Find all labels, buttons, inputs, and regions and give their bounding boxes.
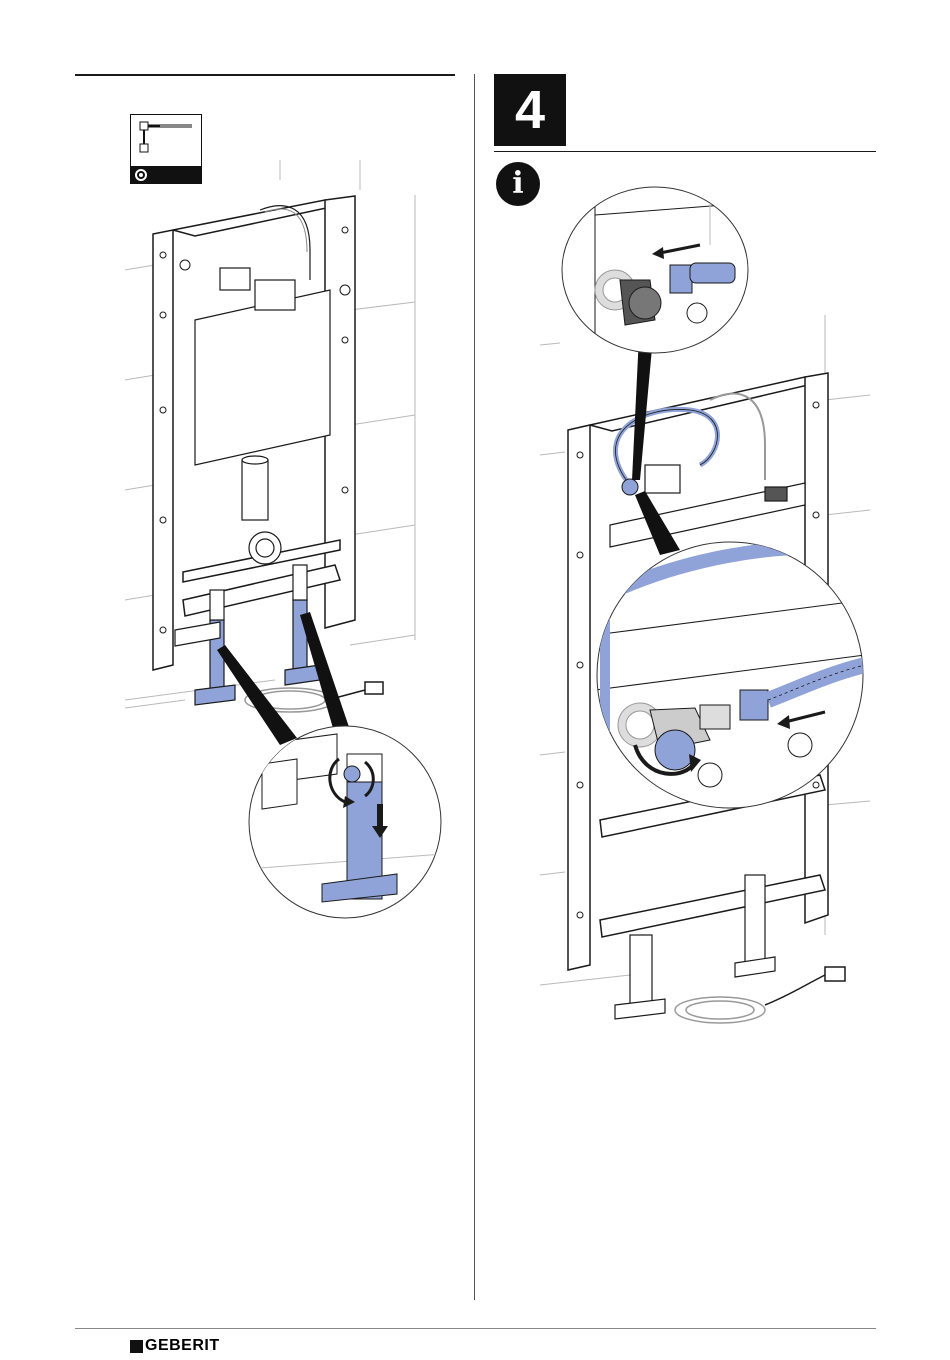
brand-square-icon <box>130 1340 143 1353</box>
brand-name: GEBERIT <box>145 1337 220 1355</box>
turn-disconnect-detail-circle <box>595 540 865 810</box>
disconnect-detail-circle <box>560 185 750 355</box>
top-rule-right <box>494 151 876 152</box>
footer-rule <box>75 1328 876 1329</box>
foot-adjust-detail-circle <box>247 724 443 920</box>
brand-logo: GEBERIT <box>130 1338 220 1354</box>
column-divider <box>474 74 475 1300</box>
top-rule-left <box>75 74 455 76</box>
info-icon: i <box>496 162 540 206</box>
step-number: 4 <box>494 74 566 146</box>
